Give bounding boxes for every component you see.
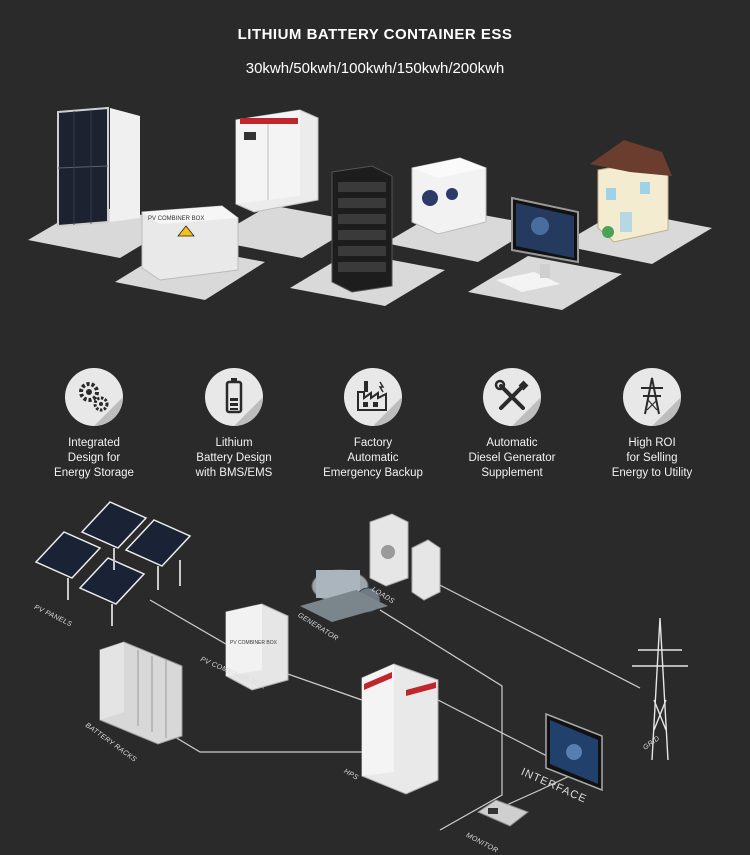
feature-icon-circle bbox=[65, 368, 123, 426]
label-generator: GENERATOR bbox=[296, 612, 340, 643]
solar-panel bbox=[57, 106, 140, 228]
combiner-product-label: PV COMBINER BOX bbox=[148, 216, 204, 222]
diesel-generator bbox=[411, 157, 487, 235]
product-showcase: PV COMBINER BOX bbox=[28, 106, 712, 310]
feature-icon-circle bbox=[483, 368, 541, 426]
battery-rack bbox=[331, 165, 393, 293]
feature-label-line: Design for bbox=[67, 452, 121, 464]
feature-label-line: Automatic bbox=[347, 452, 399, 464]
label-hps: HPS bbox=[342, 768, 360, 782]
feature-integrated-design: Integrated Design for Energy Storage bbox=[24, 368, 164, 481]
feature-label: Integrated Design for Energy Storage bbox=[24, 436, 164, 481]
feature-label: Automatic Diesel Generator Supplement bbox=[442, 436, 582, 481]
feature-icon-circle bbox=[623, 368, 681, 426]
tools-icon bbox=[494, 379, 541, 426]
feature-label-line: Automatic bbox=[486, 437, 538, 449]
house bbox=[590, 140, 672, 243]
feature-label-line: Lithium bbox=[215, 437, 253, 449]
feature-icon-circle bbox=[344, 368, 402, 426]
feature-label-line: Emergency Backup bbox=[323, 467, 423, 479]
label-pv-panels: PV PANELS bbox=[32, 604, 73, 629]
tower-icon bbox=[641, 377, 681, 426]
feature-label-line: Energy Storage bbox=[54, 467, 134, 479]
feature-label-line: Supplement bbox=[481, 467, 543, 479]
tile-inverter bbox=[210, 205, 362, 258]
battery-icon bbox=[225, 378, 263, 426]
page-title: LITHIUM BATTERY CONTAINER ESS bbox=[237, 26, 513, 43]
label-pv-combiner-box: PV COMBINER BOX bbox=[199, 656, 267, 691]
feature-label-line: Factory bbox=[353, 437, 393, 449]
generator-machine bbox=[300, 569, 388, 622]
label-grid: GRID bbox=[642, 735, 662, 752]
inverter-cabinet bbox=[235, 109, 319, 213]
label-interface: INTERFACE bbox=[519, 766, 589, 806]
feature-label-line: Integrated bbox=[68, 437, 120, 449]
feature-diesel-generator: Automatic Diesel Generator Supplement bbox=[442, 368, 582, 481]
label-battery-racks: BATTERY RACKS bbox=[83, 722, 138, 764]
label-monitor: MONITOR bbox=[464, 832, 499, 855]
loads-appliances bbox=[369, 513, 441, 601]
feature-label: Factory Automatic Emergency Backup bbox=[303, 436, 443, 481]
label-loads: LOADS bbox=[370, 586, 396, 606]
battery-racks bbox=[99, 641, 183, 745]
pv-panel-array bbox=[34, 501, 192, 626]
feature-lithium-battery: Lithium Battery Design with BMS/EMS bbox=[164, 368, 304, 481]
factory-icon bbox=[357, 381, 402, 426]
gears-icon bbox=[79, 382, 123, 426]
hps-cabinet bbox=[361, 663, 439, 795]
monitor-device bbox=[476, 799, 530, 827]
feature-label-line: Battery Design bbox=[196, 452, 272, 464]
feature-label-line: for Selling bbox=[626, 452, 678, 464]
combiner-box: PV COMBINER BOX bbox=[141, 205, 239, 281]
feature-label-line: Diesel Generator bbox=[468, 452, 556, 464]
feature-icon-circle bbox=[205, 368, 263, 426]
feature-label: High ROI for Selling Energy to Utility bbox=[582, 436, 722, 481]
feature-label-line: Energy to Utility bbox=[611, 467, 693, 479]
feature-label-line: with BMS/EMS bbox=[195, 467, 273, 479]
page-subtitle: 30kwh/50kwh/100kwh/150kwh/200kwh bbox=[245, 60, 505, 77]
monitor-display bbox=[496, 196, 579, 292]
feature-factory-backup: Factory Automatic Emergency Backup bbox=[303, 368, 443, 481]
feature-label-line: High ROI bbox=[628, 437, 676, 449]
diagram-combiner-box-text: PV COMBINER BOX bbox=[230, 640, 278, 646]
feature-high-roi: High ROI for Selling Energy to Utility bbox=[582, 368, 722, 481]
feature-label: Lithium Battery Design with BMS/EMS bbox=[164, 436, 304, 481]
